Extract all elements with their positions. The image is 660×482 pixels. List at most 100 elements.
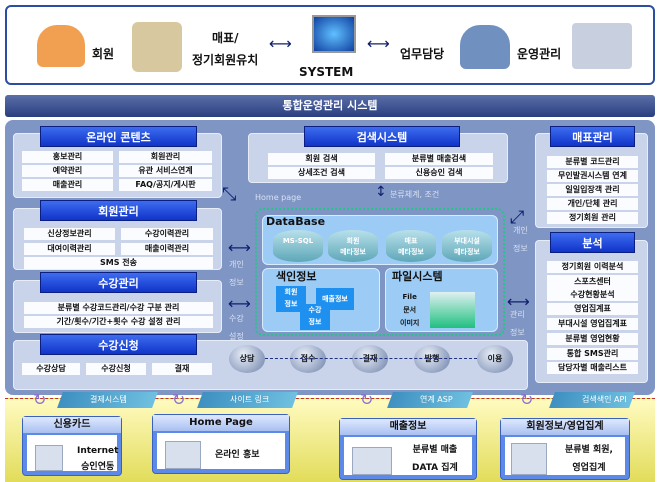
label: 영업집계 [572, 463, 606, 473]
label: Internet [77, 446, 119, 456]
label: DATA 집계 [412, 463, 458, 473]
process-arrow-line [265, 358, 477, 359]
menu-item[interactable]: 대여이력관리 [24, 243, 115, 255]
menu-item[interactable]: 개인/단체 관리 [547, 198, 638, 210]
tab-label: 연계 ASP [420, 395, 453, 404]
menu-item[interactable]: 영업집계표 [547, 303, 638, 315]
member-label: 회원 [92, 47, 115, 61]
menu-item[interactable]: 결재 [152, 363, 212, 375]
db-label: 회원 [346, 237, 360, 245]
menu-item[interactable]: 분류별 영업현황 [547, 333, 638, 345]
menu-item[interactable]: FAQ/공지/게시판 [119, 179, 212, 191]
search-header: 검색시스템 [304, 126, 460, 147]
tab-asp[interactable]: 연계 ASP [387, 392, 473, 408]
menu-item[interactable]: 매출이력관리 [121, 243, 213, 255]
monitor-icon [312, 15, 356, 53]
menu-item[interactable]: 매출관리 [22, 179, 113, 191]
menu-item[interactable]: 회원 검색 [268, 153, 375, 165]
category-label: 분류체계, 조건 [390, 190, 440, 199]
doc-label: 회원 [284, 288, 298, 296]
card-member-sales: 회원정보/영업집계 분류별 회원,영업집계 [500, 418, 630, 480]
db-label: 메타정보 [398, 248, 424, 256]
tab-label: 사이트 링크 [230, 395, 270, 404]
staff-icon [460, 25, 510, 69]
file-system-title: 파일시스템 [392, 270, 443, 283]
sync-icon: ↻ [360, 390, 374, 409]
menu-item[interactable]: 부대시설 영업집계표 [547, 318, 638, 330]
menu-item[interactable]: 기간/횟수/기간+횟수 수강 설정 관리 [24, 316, 213, 328]
menu-item[interactable]: 분류별 코드관리 [547, 156, 638, 168]
menu-item[interactable]: 분류별 수강코드관리/수강 구분 관리 [24, 302, 213, 314]
staff-label: 업무담당 [400, 47, 445, 61]
label: 스포츠센터 [574, 277, 611, 286]
sync-icon: ↻ [172, 390, 186, 409]
menu-item[interactable]: 신상정보관리 [24, 228, 115, 240]
menu-item[interactable]: 홍보관리 [22, 151, 113, 163]
building-icon [35, 445, 63, 471]
database-title: DataBase [266, 215, 326, 228]
tab-site-link[interactable]: 사이트 링크 [197, 392, 298, 408]
tab-label: 검색색인 API [582, 395, 627, 404]
ops-label: 운영관리 [517, 47, 562, 61]
menu-item[interactable]: 무인발권시스템 연계 [547, 170, 638, 182]
step-issue: 발행 [414, 345, 450, 373]
menu-item[interactable]: 정기회원 이력분석 [547, 261, 638, 273]
file-type: 이미지 [400, 319, 420, 327]
db-label: 부대시설 [454, 237, 480, 245]
computer-icon [352, 447, 392, 475]
tab-payment-system[interactable]: 결제시스템 [57, 392, 158, 408]
menu-item[interactable]: 수강상담 [22, 363, 80, 375]
member-icon [37, 25, 85, 67]
menu-item[interactable]: 일일입장객 관리 [547, 184, 638, 196]
webpage-icon [165, 441, 201, 469]
card-title: 매출정보 [340, 419, 476, 435]
homepage-label: Home page [255, 193, 302, 202]
menu-item[interactable]: 담당자별 매출리스트 [547, 362, 638, 374]
index-title: 색인정보 [276, 270, 317, 283]
label: 승인연동 [81, 462, 115, 472]
label: 개인 [513, 226, 528, 235]
label: 수강현황분석 [570, 290, 615, 299]
card-text: 분류별 회원,영업집계 [565, 441, 613, 477]
overview-banner: 회원 매표/ 정기회원유치 ⟷ SYSTEM ⟷ 업무담당 운영관리 [5, 5, 655, 85]
step-use: 이용 [477, 345, 513, 373]
ticket-header: 매표관리 [550, 126, 635, 147]
card-title: 회원정보/영업집계 [501, 419, 629, 435]
menu-item[interactable]: 유관 서비스연계 [119, 165, 212, 177]
tab-search-api[interactable]: 검색색인 API [549, 392, 635, 408]
server-icon [572, 23, 632, 69]
sync-icon: ↻ [520, 390, 534, 409]
doc-label: 정보 [284, 300, 298, 308]
menu-item[interactable]: 수강이력관리 [121, 228, 213, 240]
media-icon [430, 292, 475, 328]
db-label: 메타정보 [454, 248, 480, 256]
page-title: 통합운영관리 시스템 [5, 95, 655, 117]
menu-item[interactable]: 상세조건 검색 [268, 167, 375, 179]
menu-item[interactable]: 신용승인 검색 [385, 167, 493, 179]
tab-label: 결제시스템 [90, 395, 127, 404]
card-title: 신용카드 [23, 417, 121, 433]
doc-label: 정보 [308, 318, 322, 326]
menu-item[interactable]: SMS 전송 [24, 257, 213, 269]
menu-item[interactable]: 통합 SMS관리 [547, 348, 638, 360]
menu-item[interactable]: 정기회원 관리 [547, 212, 638, 224]
step-receive: 접수 [290, 345, 326, 373]
menu-item[interactable]: 수강신청 [86, 363, 146, 375]
db-label: MS-SQL [282, 237, 314, 245]
label: 정보 [510, 328, 525, 337]
menu-item[interactable]: 예약관리 [22, 165, 113, 177]
step-consult: 상담 [229, 345, 265, 373]
menu-item[interactable]: 분류별 매출검색 [385, 153, 493, 165]
regular-label: 정기회원유치 [192, 53, 259, 67]
menu-item[interactable]: 회원관리 [119, 151, 212, 163]
ticket-label: 매표/ [212, 31, 239, 45]
